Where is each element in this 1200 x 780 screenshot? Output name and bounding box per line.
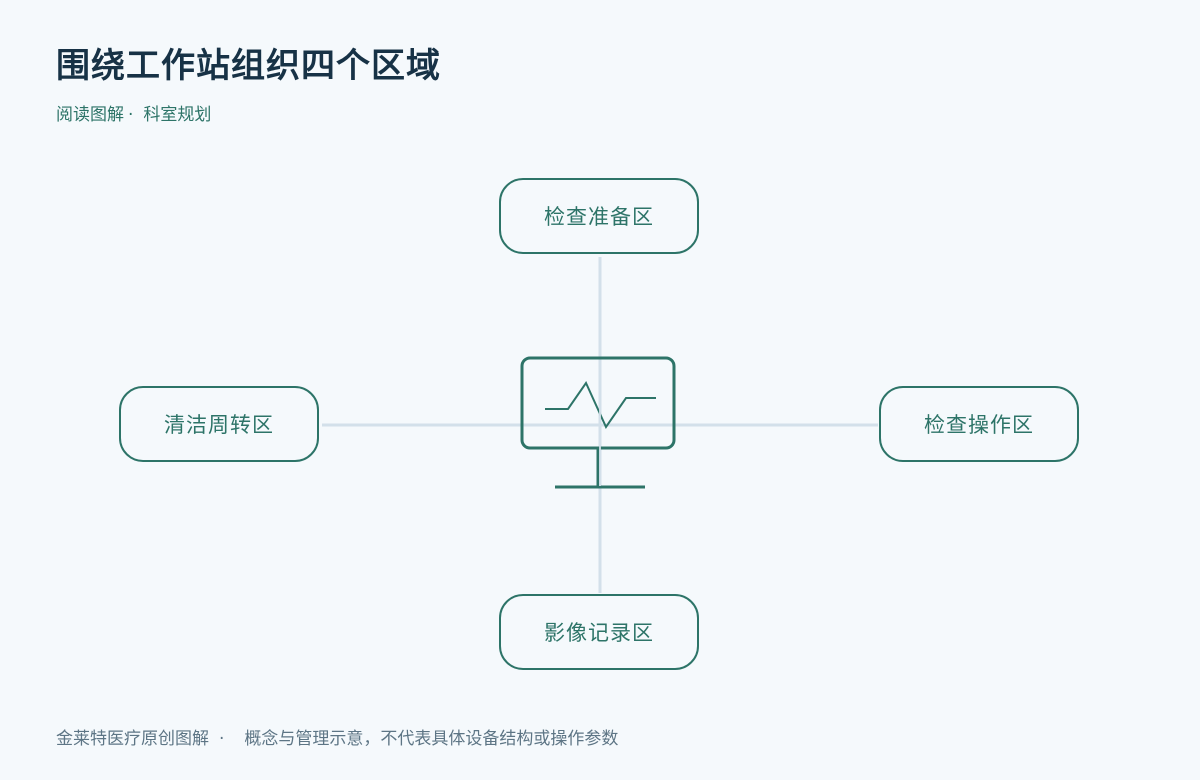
zone-exam-operation: 检查操作区 xyxy=(879,386,1079,462)
footer-disclaimer: 概念与管理示意，不代表具体设备结构或操作参数 xyxy=(244,729,619,749)
footer-note: 金莱特医疗原创图解 · 概念与管理示意，不代表具体设备结构或操作参数 xyxy=(56,724,618,749)
footer-separator: · xyxy=(219,729,225,749)
subtitle: 阅读图解· 科室规划 xyxy=(56,100,211,125)
subtitle-separator: · xyxy=(128,105,134,125)
workstation-monitor-icon xyxy=(520,356,676,489)
subtitle-topic: 科室规划 xyxy=(143,105,212,125)
subtitle-category: 阅读图解 xyxy=(56,105,124,125)
zone-image-recording: 影像记录区 xyxy=(499,594,699,670)
footer-source: 金莱特医疗原创图解 xyxy=(56,729,209,749)
zone-cleaning-turnover: 清洁周转区 xyxy=(119,386,319,462)
zone-exam-preparation: 检查准备区 xyxy=(499,178,699,254)
page-title: 围绕工作站组织四个区域 xyxy=(56,46,441,86)
